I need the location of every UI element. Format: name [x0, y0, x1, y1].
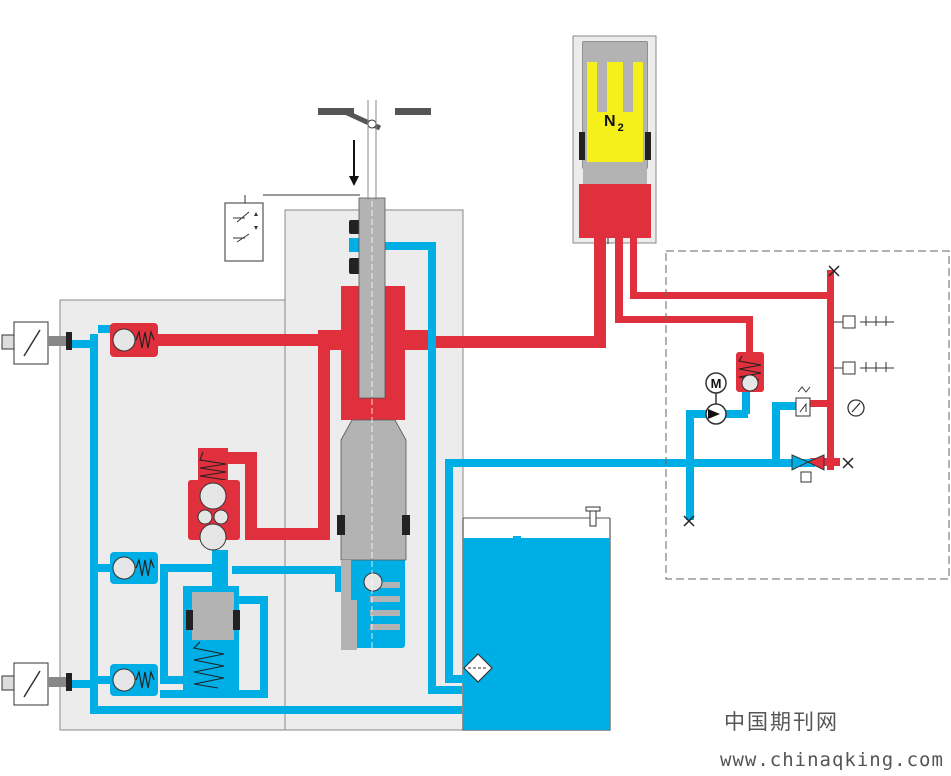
check-valve-icon [110, 664, 158, 696]
arrow-down-icon [349, 140, 359, 186]
watermark-url: www.chinaqking.com [720, 749, 944, 771]
check-valve-icon [110, 552, 158, 584]
pressure-switch [795, 386, 811, 417]
gas-subscript: 2 [618, 122, 624, 134]
oil-tank [462, 506, 611, 731]
breather-icon [585, 506, 601, 527]
gas-symbol: N [604, 113, 616, 130]
manual-valve-icon [1, 321, 72, 365]
gauge-icon [847, 399, 865, 417]
poppet-slots [370, 582, 400, 630]
switch-icon [224, 194, 360, 262]
filter-icon [463, 653, 493, 683]
plug-icon [834, 315, 894, 375]
relief-valve-icon [736, 352, 764, 392]
motor-label: M [711, 376, 722, 391]
power-unit-boundary [665, 250, 950, 580]
watermark-cn: 中国期刊网 [724, 710, 839, 734]
check-ball [363, 572, 383, 592]
ball-valve [791, 454, 825, 483]
handle-icon [318, 100, 431, 200]
motor-icon: M [705, 372, 727, 405]
svg-text:N2: N2 [604, 113, 624, 134]
manual-valve-icon [1, 662, 72, 706]
cap-markers [683, 265, 854, 527]
main-cylinder [337, 120, 410, 650]
pump-icon [705, 403, 727, 425]
check-valve-icon [110, 323, 158, 357]
pilot-valve-stack [186, 448, 240, 689]
